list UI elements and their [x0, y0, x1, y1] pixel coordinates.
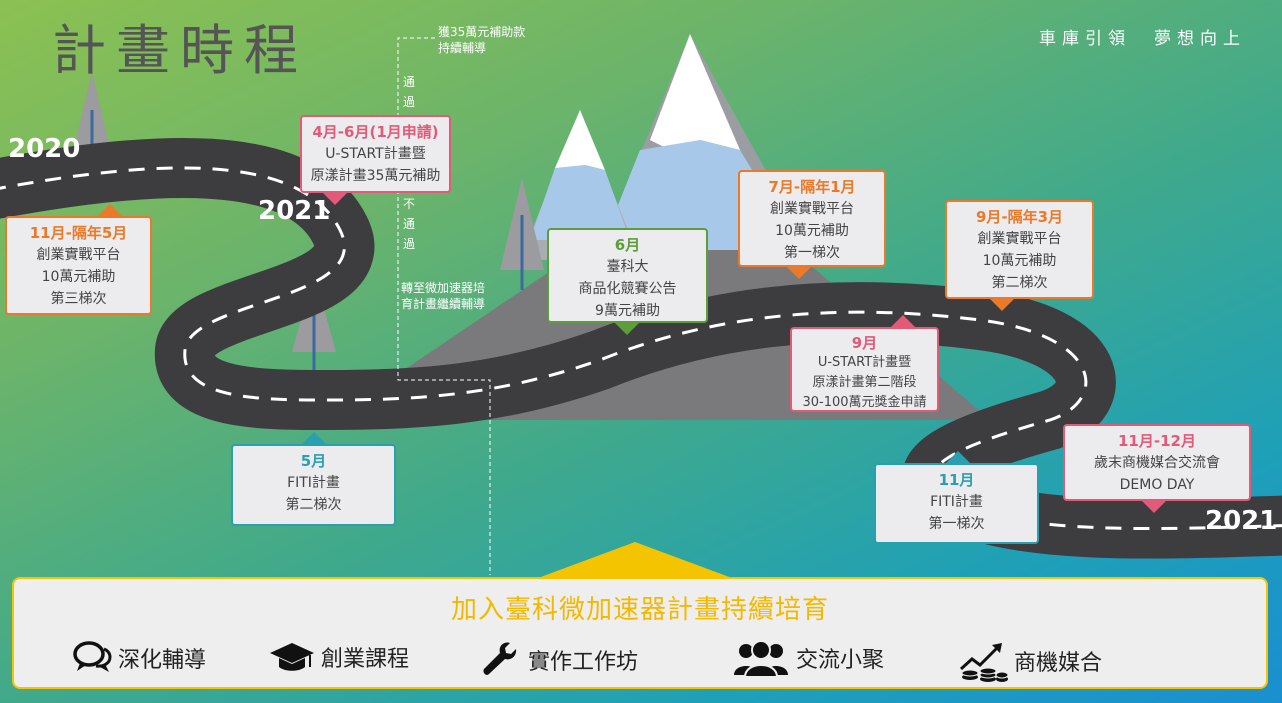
- milestone-line: FITI計畫: [287, 475, 340, 491]
- milestone-line: 創業實戰平台: [770, 201, 854, 217]
- note-funded: 獲35萬元補助款 持續輔導: [438, 24, 525, 56]
- pointer-m6: [891, 315, 915, 327]
- note-transfer: 轉至微加速器培 育計畫繼續輔導: [401, 280, 485, 312]
- milestone-line: 第三梯次: [50, 291, 107, 307]
- pointer-m3: [302, 432, 326, 444]
- milestone-card: 11月-12月 歲末商機媒合交流會 DEMO DAY: [1063, 424, 1251, 501]
- milestone-line: FITI計畫: [930, 494, 983, 510]
- milestone-line: 臺科大: [606, 259, 649, 275]
- feature-label: 交流小聚: [796, 648, 885, 673]
- milestone-title: 11月: [938, 471, 975, 489]
- milestone-line: 10萬元補助: [41, 269, 116, 285]
- note-transfer-line2: 育計畫繼續輔導: [401, 297, 486, 311]
- pointer-m5: [787, 267, 811, 279]
- milestone-card: 11月-隔年5月 創業實戰平台 10萬元補助 第三梯次: [5, 216, 152, 315]
- pointer-m4: [615, 323, 639, 335]
- feature-label: 深化輔導: [118, 648, 207, 673]
- milestone-title: 5月: [300, 452, 327, 470]
- group-icon: [734, 640, 788, 677]
- milestone-line: 創業實戰平台: [977, 231, 1062, 247]
- pointer-m9: [1142, 501, 1166, 513]
- milestone-line: 10萬元補助: [982, 253, 1057, 269]
- milestone-card: 6月 臺科大 商品化競賽公告 9萬元補助: [547, 228, 708, 323]
- milestone-line: U-START計畫暨: [325, 146, 426, 162]
- year-label-mid: 2021: [258, 196, 331, 226]
- connector-lines: [397, 37, 491, 575]
- feature-meetups: 交流小聚: [732, 639, 884, 677]
- milestone-card: 9月 U-START計畫暨 原漾計畫第二階段 30-100萬元獎金申請: [790, 327, 939, 412]
- note-fail: 不通過: [403, 197, 416, 251]
- milestone-line: 10萬元補助: [775, 223, 849, 239]
- note-funded-line2: 持續輔導: [438, 41, 487, 55]
- milestone-title: 11月-隔年5月: [29, 224, 128, 242]
- milestone-card: 4月-6月(1月申請) U-START計畫暨 原漾計畫35萬元補助: [300, 115, 451, 193]
- pointer-m1: [98, 204, 122, 216]
- speech-bubbles-icon: [73, 641, 112, 672]
- milestone-title: 11月-12月: [1118, 432, 1196, 450]
- note-funded-line1: 獲35萬元補助款: [438, 25, 526, 39]
- milestone-line: 第一梯次: [784, 245, 840, 261]
- milestone-line: 第二梯次: [991, 275, 1048, 291]
- note-transfer-line1: 轉至微加速器培: [401, 281, 486, 295]
- milestone-title: 6月: [614, 236, 641, 254]
- slogan: 車庫引領 夢想向上: [1039, 29, 1246, 49]
- milestone-line: 原漾計畫35萬元補助: [310, 168, 441, 184]
- growth-coins-icon: [959, 643, 1008, 682]
- pointer-m7: [990, 299, 1014, 311]
- milestone-title: 9月-隔年3月: [975, 208, 1064, 226]
- feature-label: 商機媒合: [1014, 651, 1103, 676]
- pointer-m8: [946, 451, 970, 463]
- year-label-end: 2021: [1205, 506, 1278, 536]
- milestone-line: U-START計畫暨: [817, 355, 912, 370]
- feature-workshop: 實作工作坊: [480, 639, 638, 681]
- wrench-icon: [483, 642, 517, 675]
- feature-label: 創業課程: [321, 647, 410, 672]
- milestone-line: 歲末商機媒合交流會: [1094, 455, 1220, 471]
- panel-pointer: [538, 542, 732, 578]
- milestone-card: 11月 FITI計畫 第一梯次: [874, 463, 1039, 544]
- milestone-line: 創業實戰平台: [36, 247, 121, 263]
- note-pass: 通過: [403, 75, 416, 109]
- milestone-title: 7月-隔年1月: [768, 178, 856, 196]
- milestone-line: DEMO DAY: [1119, 477, 1195, 493]
- panel-title: 加入臺科微加速器計畫持續培育: [450, 595, 829, 625]
- feature-matchmaking: 商機媒合: [958, 639, 1102, 683]
- milestone-line: 9萬元補助: [595, 303, 660, 319]
- feature-courses: 創業課程: [269, 639, 409, 675]
- pointer-m2: [323, 193, 347, 205]
- milestone-card: 7月-隔年1月 創業實戰平台 10萬元補助 第一梯次: [738, 170, 886, 267]
- milestone-card: 5月 FITI計畫 第二梯次: [231, 444, 396, 526]
- accelerator-panel: 加入臺科微加速器計畫持續培育 深化輔導 創業課程 實作工作坊: [12, 577, 1268, 689]
- milestone-line: 第一梯次: [928, 516, 985, 532]
- milestone-line: 30-100萬元獎金申請: [802, 395, 927, 410]
- milestone-line: 商品化競賽公告: [578, 281, 677, 297]
- milestone-title: 9月: [851, 334, 878, 352]
- milestone-line: 第二梯次: [285, 497, 342, 513]
- milestone-title: 4月-6月(1月申請): [312, 123, 439, 141]
- year-label-start: 2020: [8, 134, 81, 164]
- page-title: 計畫時程: [52, 19, 308, 82]
- milestone-card: 9月-隔年3月 創業實戰平台 10萬元補助 第二梯次: [945, 200, 1094, 299]
- feature-label: 實作工作坊: [528, 650, 639, 675]
- milestone-line: 原漾計畫第二階段: [812, 375, 917, 390]
- graduation-cap-icon: [270, 643, 314, 671]
- feature-coaching: 深化輔導: [72, 639, 206, 677]
